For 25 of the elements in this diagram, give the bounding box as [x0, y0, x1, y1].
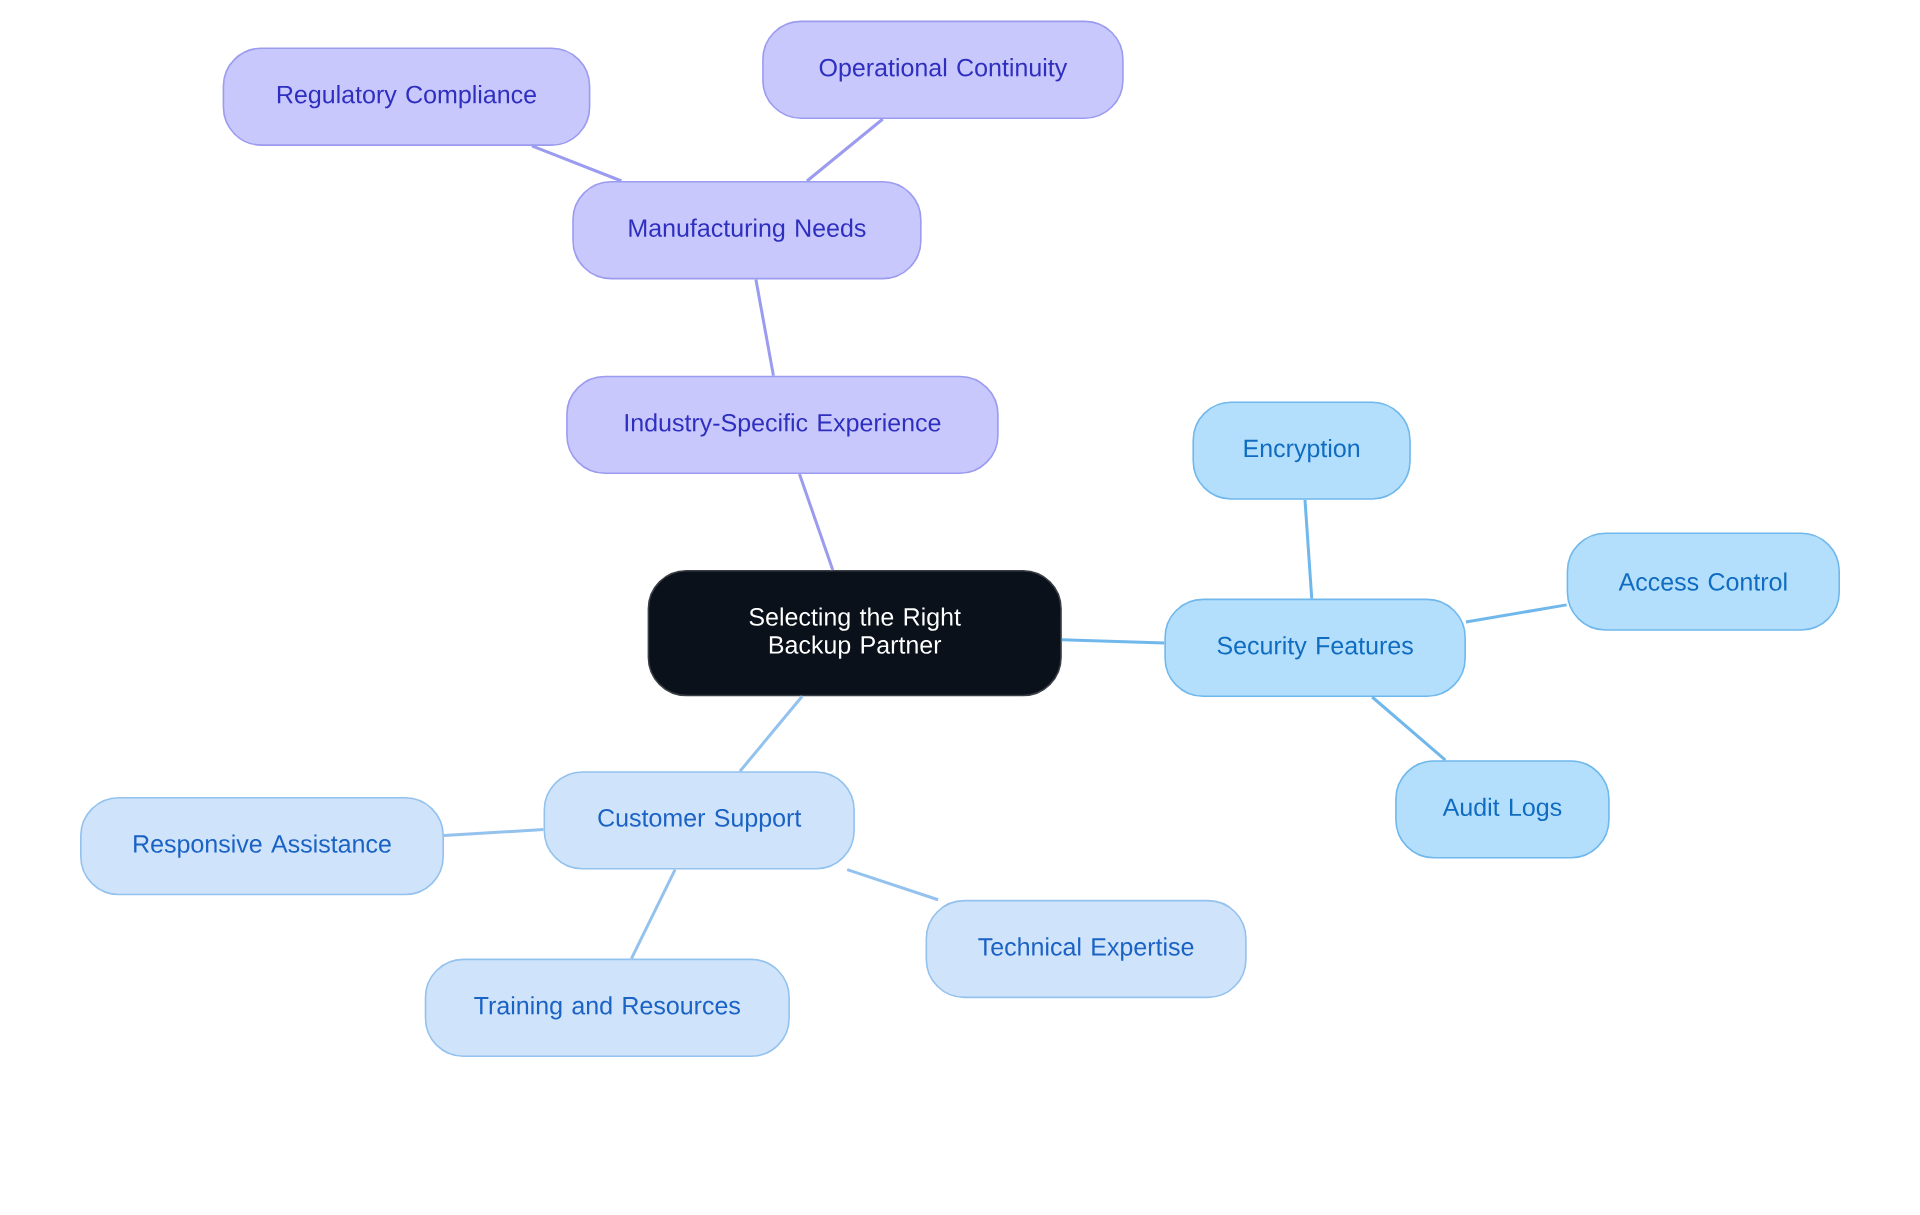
connector-line — [738, 695, 804, 773]
connector-line — [798, 473, 835, 571]
connector-line — [531, 144, 622, 183]
topic-box: Technical Expertise — [925, 899, 1247, 999]
topic-box: Security Features — [1164, 598, 1466, 697]
topic-box: Operational Continuity — [762, 20, 1124, 119]
connector-line — [1371, 695, 1447, 762]
topic-box: Industry-Specific Experience — [566, 375, 999, 475]
connector-line — [846, 868, 939, 902]
topic-box: Access Control — [1566, 532, 1841, 631]
connector-line — [630, 868, 677, 960]
connector-line — [1061, 638, 1165, 645]
topic-box: Audit Logs — [1395, 760, 1610, 859]
topic-box: Encryption — [1192, 401, 1411, 500]
connector-line — [806, 117, 884, 183]
connector-line — [1303, 499, 1314, 599]
connector-line — [443, 828, 544, 837]
topic-box: Responsive Assistance — [80, 796, 444, 896]
topic-box: Regulatory Compliance — [222, 47, 591, 146]
topic-box: Manufacturing Needs — [572, 181, 922, 280]
topic-box: Training and Resources — [424, 958, 790, 1057]
connector-line — [1465, 603, 1567, 624]
central-topic-box: Selecting the Right Backup Partner — [647, 569, 1062, 697]
connector-line — [754, 279, 775, 376]
topic-box: Customer Support — [543, 771, 855, 870]
